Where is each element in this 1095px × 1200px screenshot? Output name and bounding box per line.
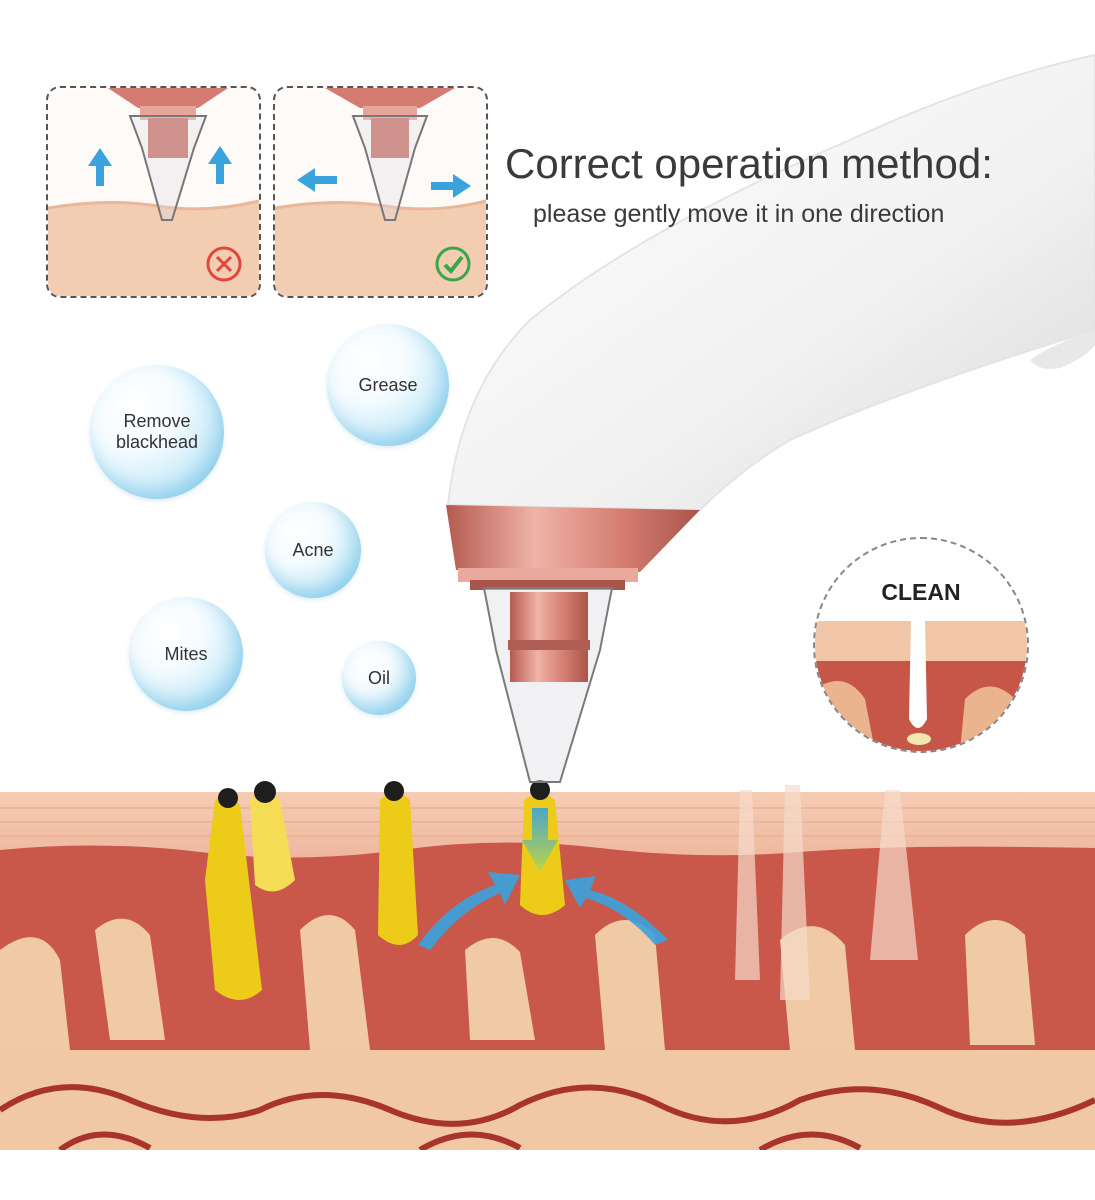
- check-circle-icon: [435, 246, 471, 282]
- method-subtitle: please gently move it in one direction: [533, 200, 945, 228]
- blood-vessels: [0, 1084, 1095, 1153]
- suction-arrows: [418, 808, 668, 950]
- bubble-remove-blackhead: Remove blackhead: [90, 365, 224, 499]
- blackheads: [218, 780, 550, 808]
- clean-label: CLEAN: [881, 579, 961, 605]
- pore-vacuum-device: [446, 53, 1095, 783]
- papillae: [0, 915, 1035, 1050]
- bubble-acne: Acne: [265, 502, 361, 598]
- bubble-oil: Oil: [342, 641, 416, 715]
- sebum-plugs: [205, 792, 565, 1000]
- left-right-arrow-icon: [297, 168, 471, 198]
- clean-pore-illustration: [815, 621, 1027, 751]
- hypodermis-layer: [0, 1050, 1095, 1150]
- method-title: Correct operation method:: [505, 140, 993, 187]
- wrong-method-panel: [46, 86, 261, 298]
- bubble-label: Grease: [358, 374, 418, 395]
- bubble-label: Acne: [292, 539, 334, 560]
- cross-circle-icon: [206, 246, 242, 282]
- wrong-method-illustration: [48, 88, 259, 296]
- extractor-nozzle: [325, 88, 455, 221]
- clean-pore-inset: CLEAN: [813, 537, 1029, 753]
- bubble-mites: Mites: [129, 597, 243, 711]
- bubble-grease: Grease: [327, 324, 449, 446]
- correct-method-illustration: [275, 88, 486, 296]
- up-arrow-icon: [88, 146, 232, 186]
- correct-method-panel: [273, 86, 488, 298]
- extractor-nozzle: [108, 88, 228, 221]
- bubble-label: Oil: [368, 667, 390, 688]
- clean-pores: [735, 785, 918, 1000]
- bubble-label: Mites: [164, 643, 208, 664]
- bubble-label: Remove blackhead: [115, 411, 199, 452]
